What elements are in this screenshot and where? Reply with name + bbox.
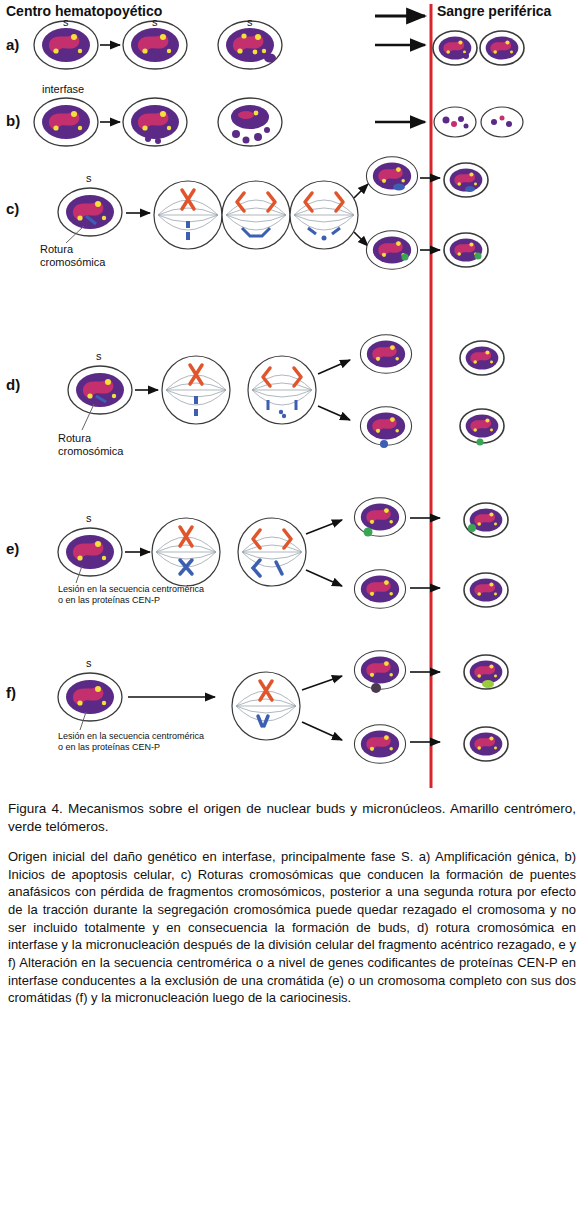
flow-arrow	[375, 15, 425, 18]
row-e-illustration	[58, 498, 508, 608]
callout-label: Rotura cromosómica	[40, 243, 120, 269]
callout-label: Lesión en la secuencia centromérica o en…	[58, 584, 208, 605]
phase-label: s	[152, 16, 158, 29]
row-letter: e)	[6, 540, 19, 558]
row-letter: a)	[6, 36, 19, 54]
phase-label: s	[247, 16, 253, 29]
column-heading: Centro hematopoyético	[6, 3, 162, 20]
row-b-illustration	[34, 98, 523, 146]
column-heading: Sangre periférica	[437, 3, 551, 20]
divider-line	[430, 4, 433, 788]
phase-label: interfase	[42, 83, 84, 96]
figure-caption: Figura 4. Mecanismos sobre el origen de …	[8, 800, 576, 835]
row-letter: c)	[6, 200, 19, 218]
row-a-illustration	[34, 21, 524, 69]
row-letter: f)	[6, 684, 16, 702]
caption-body: Origen inicial del daño genético en inte…	[8, 848, 576, 1007]
callout-label: Rotura cromosómica	[58, 432, 138, 458]
row-letter: b)	[6, 112, 20, 130]
phase-label: s	[86, 657, 92, 670]
row-d-illustration	[68, 335, 504, 448]
row-c-illustration	[58, 157, 488, 269]
phase-label: s	[63, 16, 69, 29]
phase-label: s	[86, 512, 92, 525]
callout-label: Lesión en la secuencia centromérica o en…	[58, 731, 208, 752]
row-letter: d)	[6, 376, 20, 394]
row-f-illustration	[58, 651, 508, 763]
phase-label: s	[86, 172, 92, 185]
phase-label: s	[96, 350, 102, 363]
